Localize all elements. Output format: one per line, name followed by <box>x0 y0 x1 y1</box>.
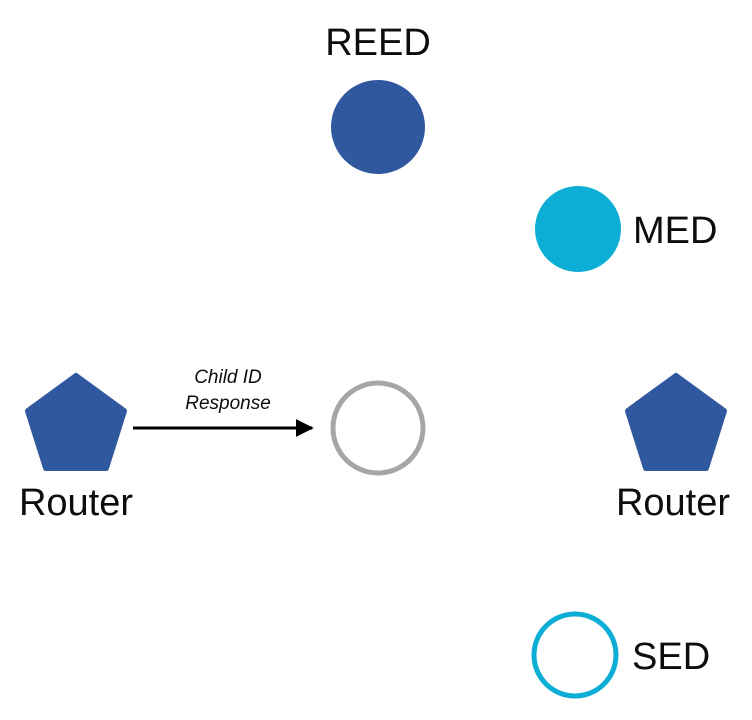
router-pentagon-icon[interactable] <box>25 373 127 471</box>
node-reed[interactable]: REED <box>325 22 431 174</box>
sed-circle-outline-icon[interactable] <box>531 611 619 699</box>
router-left-label: Router <box>19 482 133 524</box>
reed-circle-icon[interactable] <box>331 80 425 174</box>
med-circle-icon[interactable] <box>535 186 621 272</box>
router-pentagon-icon[interactable] <box>625 373 727 471</box>
joiner-circle-outline-icon[interactable] <box>330 380 426 476</box>
node-router-left[interactable]: Router <box>19 373 133 524</box>
node-router-right[interactable]: Router <box>616 373 730 524</box>
edge-label-line1: Child ID <box>194 367 262 388</box>
edge-label-line2: Response <box>185 393 271 414</box>
node-sed[interactable]: SED <box>531 611 710 699</box>
node-med[interactable]: MED <box>535 186 717 272</box>
node-joiner-center[interactable] <box>330 380 426 476</box>
router-right-label: Router <box>616 482 730 524</box>
med-label: MED <box>633 210 717 252</box>
edge-child-id-response[interactable]: Child ID Response <box>133 367 314 437</box>
reed-label: REED <box>325 22 431 64</box>
sed-label: SED <box>632 636 710 678</box>
